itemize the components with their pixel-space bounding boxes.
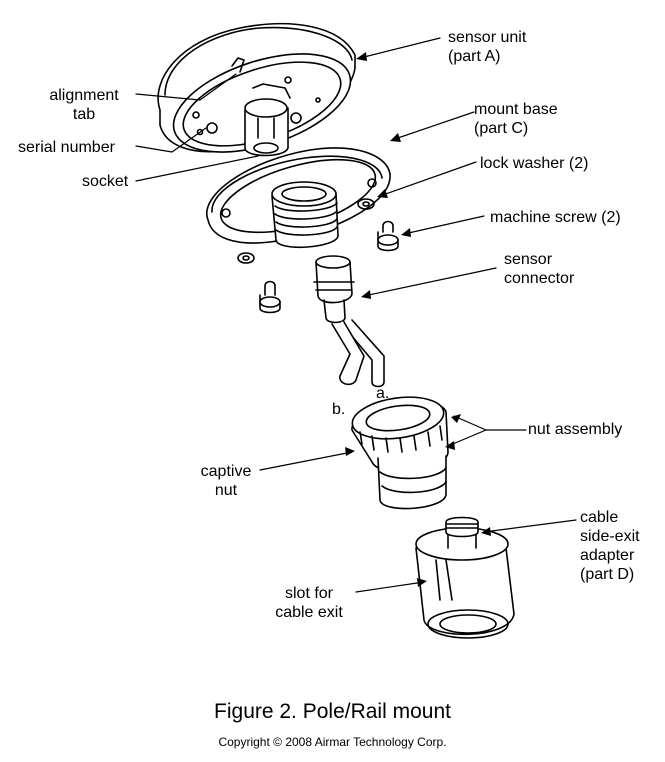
sensor-unit-drawing xyxy=(157,22,356,157)
label-alignment-tab: alignment tab xyxy=(49,87,119,123)
label-lock-washer: lock washer (2) xyxy=(480,155,589,172)
label-mount-base: mount base (part C) xyxy=(474,101,558,137)
mount-base-drawing xyxy=(205,147,391,249)
cable-adapter-drawing xyxy=(415,516,515,639)
label-slot-cable-exit: slot for cable exit xyxy=(275,585,343,621)
label-captive-nut: captive nut xyxy=(200,463,252,499)
leader-arrowheads xyxy=(345,52,491,587)
label-machine-screw: machine screw (2) xyxy=(490,209,621,226)
label-cable-adapter: cable side-exit adapter (part D) xyxy=(580,509,640,583)
sensor-connector-drawing xyxy=(313,255,385,388)
copyright-notice: Copyright © 2008 Airmar Technology Corp. xyxy=(218,735,447,749)
label-sensor-connector: sensor connector xyxy=(504,251,575,287)
machine-screw-drawing xyxy=(259,220,399,314)
label-cable-b: b. xyxy=(332,401,346,418)
nut-assembly-drawing xyxy=(351,396,449,510)
label-socket: socket xyxy=(82,173,129,190)
lock-washer-drawing xyxy=(237,198,375,264)
label-cable-a: a. xyxy=(376,385,390,402)
label-sensor-unit: sensor unit (part A) xyxy=(448,29,527,65)
figure-caption: Figure 2. Pole/Rail mount xyxy=(214,700,451,723)
leader-lines xyxy=(135,37,577,593)
exploded-assembly-diagram xyxy=(135,22,577,639)
label-serial-number: serial number xyxy=(18,139,115,156)
label-nut-assembly: nut assembly xyxy=(528,421,623,438)
